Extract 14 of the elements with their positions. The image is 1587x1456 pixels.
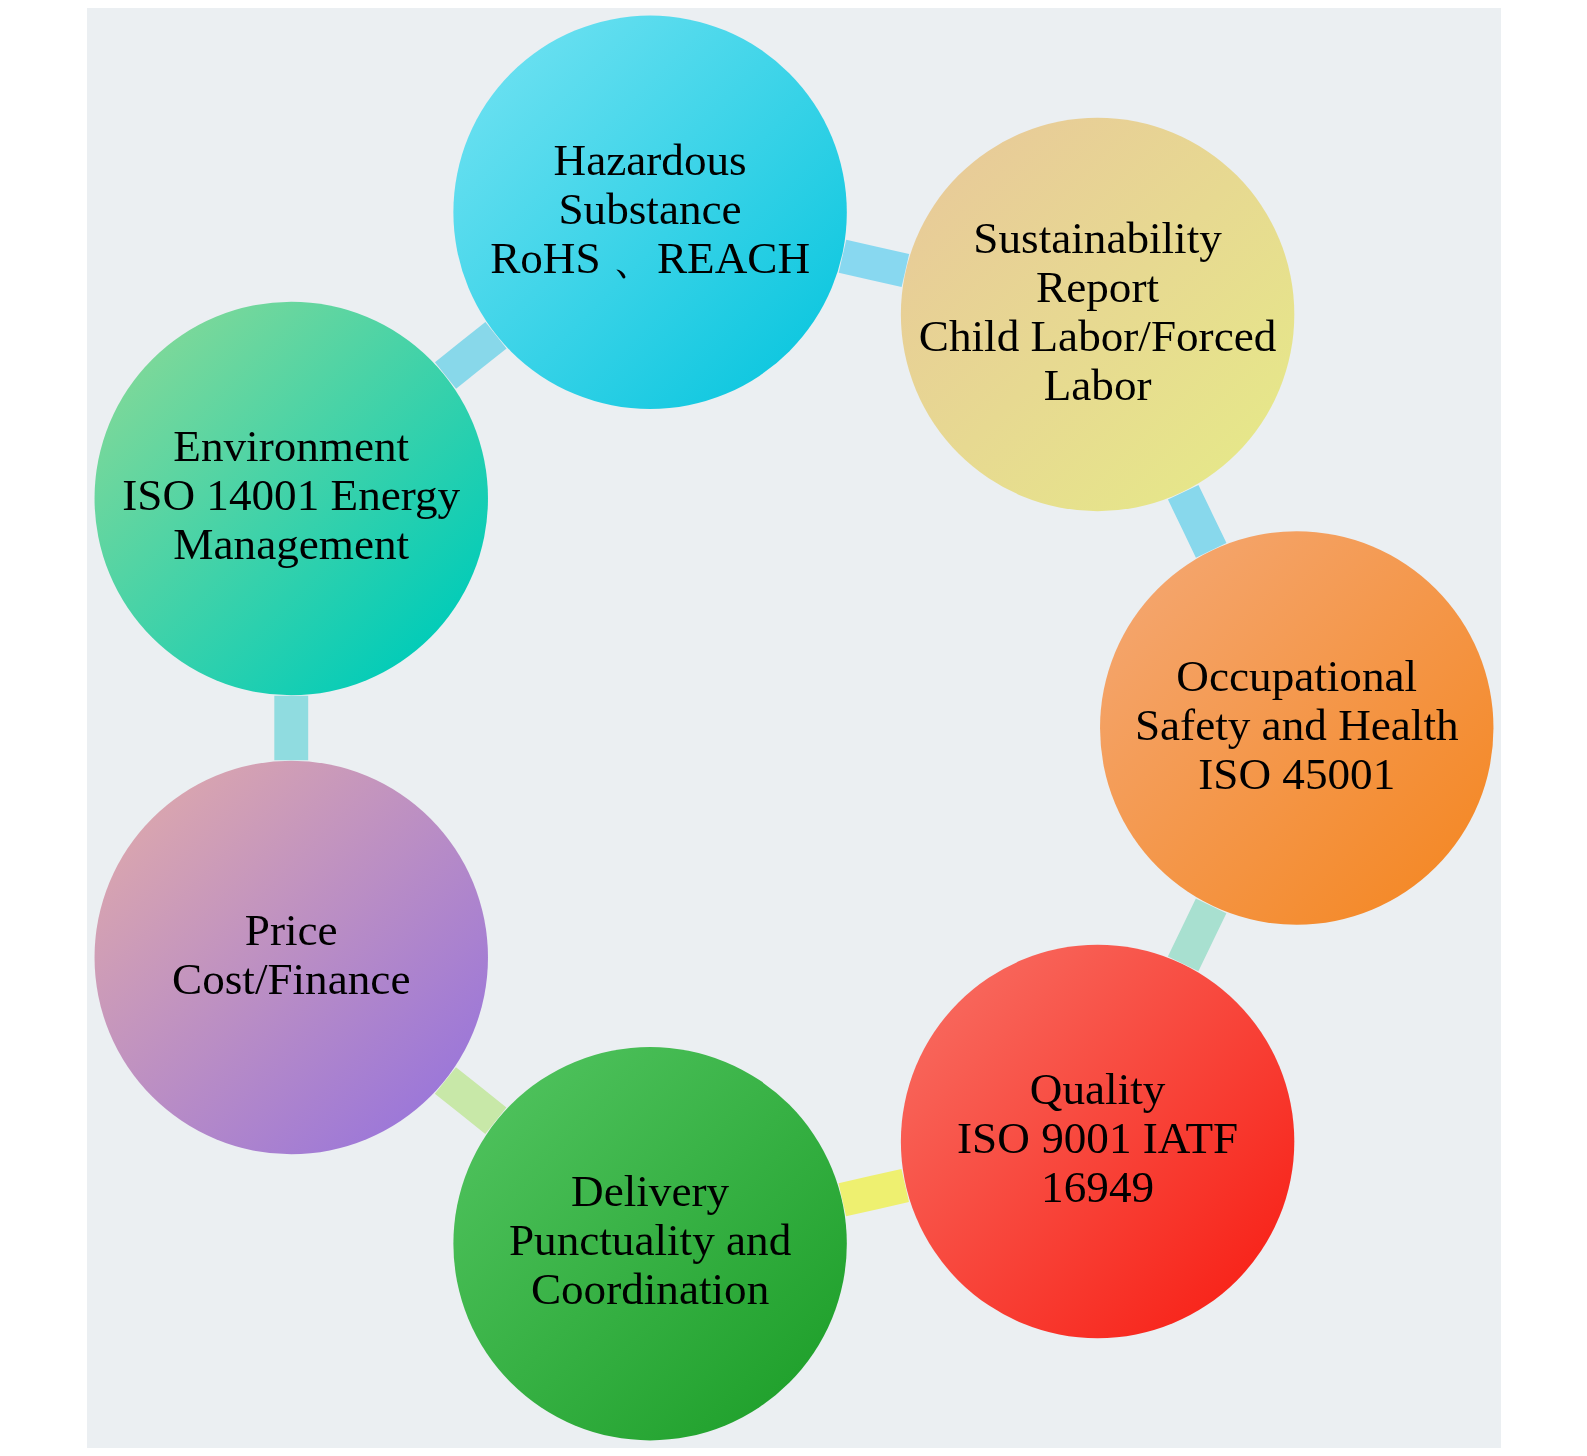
node-circle: Sustainability Report Child Labor/Forced Labor bbox=[900, 117, 1294, 512]
node-circle: Hazardous Substance RoHS 、REACH bbox=[452, 15, 847, 410]
connector bbox=[1167, 484, 1226, 558]
connector bbox=[838, 1168, 909, 1217]
connector bbox=[273, 695, 308, 761]
node-circle: Environment ISO 14001 Energy Management bbox=[94, 301, 488, 696]
node-circle: Occupational Safety and Health ISO 45001 bbox=[1099, 531, 1493, 925]
connector bbox=[1167, 898, 1226, 972]
connector bbox=[434, 322, 507, 389]
node-circle: Delivery Punctuality and Coordination bbox=[452, 1046, 847, 1441]
node-circle: Price Cost/Finance bbox=[94, 760, 488, 1155]
node-circle: Quality ISO 9001 IATF 16949 bbox=[900, 944, 1294, 1339]
connector bbox=[434, 1067, 506, 1134]
connector bbox=[838, 239, 909, 288]
